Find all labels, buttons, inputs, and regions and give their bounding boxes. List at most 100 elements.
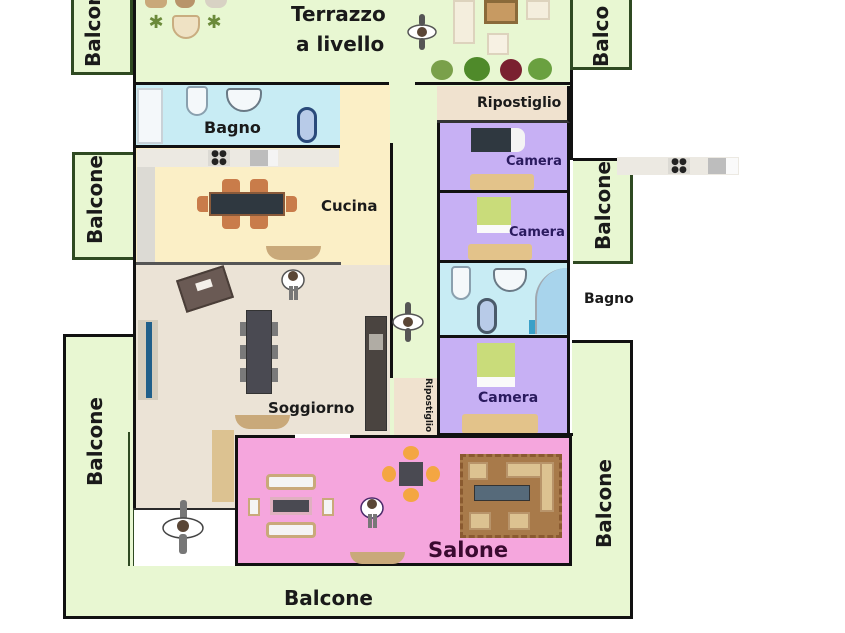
balcony-mid-right-label: Balcone xyxy=(591,161,615,250)
bidet-icon xyxy=(477,298,497,334)
chair-icon xyxy=(272,345,278,359)
bush-icon xyxy=(528,58,552,80)
kitchen-label: Cucina xyxy=(321,197,378,215)
bidet-icon xyxy=(297,107,317,143)
storage-side xyxy=(394,378,437,435)
storage-side-label: Ripostiglio xyxy=(423,378,433,433)
balcony-mid-left xyxy=(72,152,133,260)
balcony-bottom xyxy=(63,566,633,619)
armchair-icon xyxy=(145,0,167,8)
person-icon xyxy=(392,302,424,342)
corridor xyxy=(390,86,438,436)
balcony-mid-left-label: Balcone xyxy=(83,155,107,244)
balcony-top-right xyxy=(570,0,632,70)
right-column-outer-wall xyxy=(570,70,573,160)
person-icon xyxy=(360,497,384,528)
sectional-sofa xyxy=(540,462,554,512)
kitchen-floor xyxy=(340,85,390,147)
round-chair-icon xyxy=(172,15,200,39)
sink-icon xyxy=(250,150,278,166)
chair-icon xyxy=(426,466,440,482)
wardrobe-icon xyxy=(471,128,511,152)
salon-label: Salone xyxy=(428,538,509,562)
armchair-icon xyxy=(205,0,227,8)
storage-top xyxy=(437,86,570,123)
terrace-label-line2: a livello xyxy=(296,32,385,56)
balcony-mid-right xyxy=(573,158,633,264)
bush-icon xyxy=(431,60,453,80)
balcony-lower-right-label: Balcone xyxy=(592,459,616,548)
chair-icon xyxy=(250,179,268,192)
bed-icon xyxy=(470,174,534,190)
armchair-icon xyxy=(508,512,530,530)
person-icon xyxy=(407,14,437,50)
chair-icon xyxy=(322,498,334,516)
armchair-icon xyxy=(469,512,491,530)
terrace-bottom-wall-right xyxy=(415,82,570,85)
chair-icon xyxy=(272,322,278,336)
kitchen-bottom-wall xyxy=(136,262,341,265)
chair-icon xyxy=(197,196,208,212)
chair-icon xyxy=(250,216,268,229)
kitchen-right-wall xyxy=(390,143,393,378)
shelf-item xyxy=(369,334,383,350)
balcony-bottom-label: Balcone xyxy=(284,586,373,610)
armchair-icon xyxy=(175,0,195,8)
tv-icon xyxy=(146,322,152,398)
salon-right-bedroom-divider xyxy=(437,433,573,436)
sink-icon xyxy=(708,158,738,174)
door-panel xyxy=(212,430,234,502)
armchair-icon xyxy=(468,462,488,480)
bush-icon xyxy=(500,59,522,81)
coffee-table xyxy=(474,485,530,501)
armchair-icon xyxy=(487,33,509,55)
toilet-icon xyxy=(186,86,208,116)
chair-icon xyxy=(240,345,246,359)
chair-icon xyxy=(222,179,240,192)
stove-icon: ●●●● xyxy=(208,150,230,167)
toilet-icon xyxy=(451,266,471,300)
plant-icon: ✱ xyxy=(206,12,222,33)
stove-icon: ●●●● xyxy=(668,158,690,175)
bedroom-3-label: Camera xyxy=(478,390,539,406)
chair-icon xyxy=(240,322,246,336)
chair-icon xyxy=(286,196,297,212)
bathroom-2-label: Bagno xyxy=(584,291,634,307)
dining-table xyxy=(270,497,312,515)
bench-icon xyxy=(266,474,316,490)
square-table xyxy=(399,462,423,486)
bed-icon xyxy=(477,197,511,233)
towel-icon xyxy=(529,320,535,334)
bathroom-1-bottom-wall xyxy=(136,145,340,148)
bed-icon xyxy=(477,343,515,387)
kitchen-counter-top xyxy=(137,149,339,167)
terrace-bottom-wall-left xyxy=(133,82,389,85)
salon-doorway-top xyxy=(295,434,350,438)
nightstand-icon xyxy=(462,414,538,434)
plant-icon: ✱ xyxy=(148,12,164,33)
balcony-top-left xyxy=(71,0,133,75)
person-icon xyxy=(281,269,305,300)
kitchen-counter-left xyxy=(137,167,155,262)
living-room-label: Soggiorno xyxy=(268,399,355,417)
terrace-label-line1: Terrazzo xyxy=(291,2,386,26)
balcony-lower-right xyxy=(572,340,633,566)
wardrobe-door xyxy=(511,128,525,152)
chair-icon xyxy=(240,368,246,382)
door-icon xyxy=(350,552,405,564)
chair-icon xyxy=(272,368,278,382)
balcony-top-right-label: Balco xyxy=(589,5,613,67)
armchair-icon xyxy=(526,0,550,20)
bush-icon xyxy=(464,57,490,81)
balcony-top-left-label: Balcone xyxy=(81,0,105,67)
long-dining-table xyxy=(246,310,272,394)
nightstand-icon xyxy=(468,244,532,260)
dining-table xyxy=(209,192,285,216)
bedroom-2-label: Camera xyxy=(509,225,565,240)
person-icon xyxy=(162,500,204,554)
bench-icon xyxy=(266,522,316,538)
door-icon xyxy=(266,246,321,260)
chair-icon xyxy=(403,488,419,502)
bedroom-1-label: Camera xyxy=(506,154,562,169)
storage-top-label: Ripostiglio xyxy=(477,95,562,111)
